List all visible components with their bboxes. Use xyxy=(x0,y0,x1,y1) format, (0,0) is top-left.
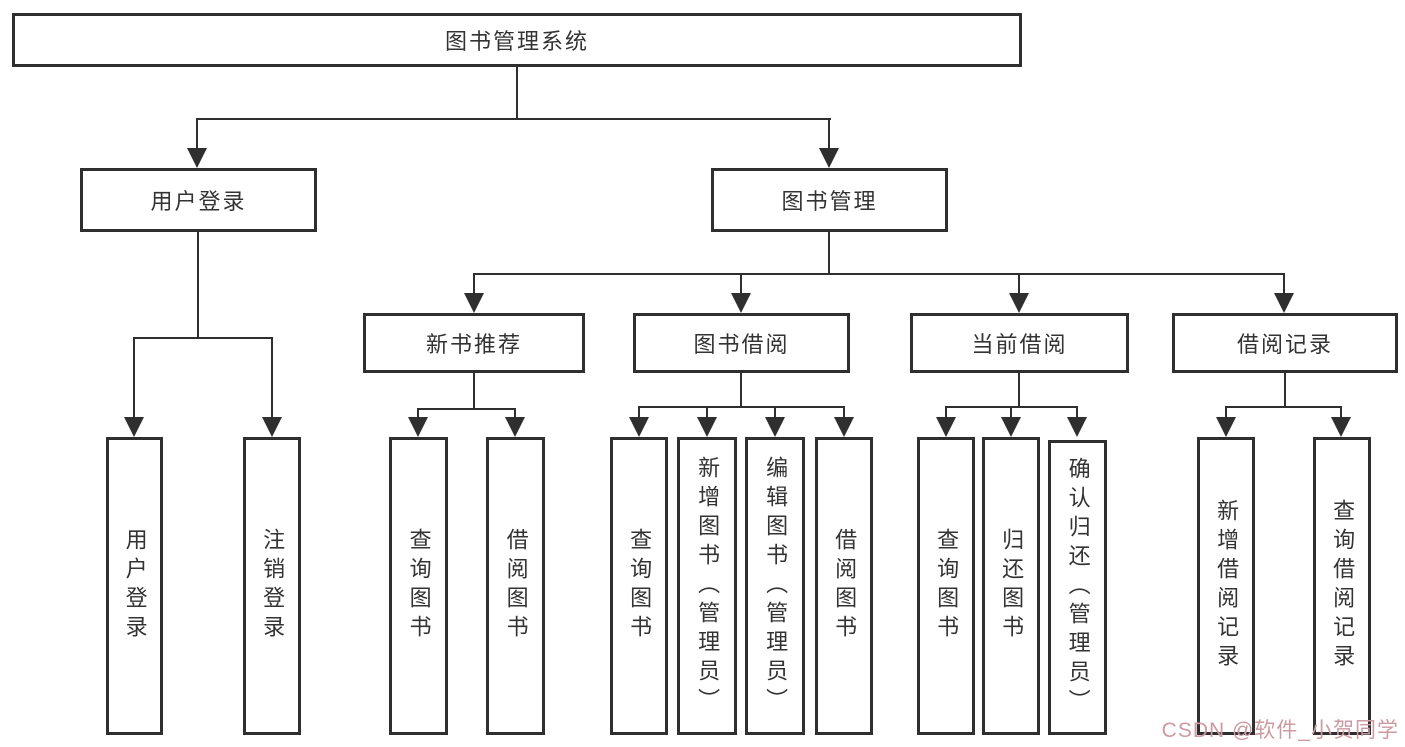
arrow-down-icon xyxy=(731,293,751,313)
connector-line xyxy=(828,118,830,152)
leaf-query-books-current: 查询图书 xyxy=(917,437,975,735)
leaf-user-login: 用户登录 xyxy=(106,437,163,735)
connector-line xyxy=(196,118,198,152)
leaf-label: 查询图书 xyxy=(627,528,653,644)
connector-line xyxy=(516,67,518,119)
arrow-down-icon xyxy=(1009,293,1029,313)
connector-line xyxy=(133,337,273,339)
connector-line xyxy=(945,406,947,421)
arrow-down-icon xyxy=(262,417,282,437)
connector-line xyxy=(133,337,135,421)
arrow-down-icon xyxy=(505,417,525,437)
node-current-borrowing: 当前借阅 xyxy=(910,313,1129,373)
connector-line xyxy=(1018,273,1020,297)
leaf-label: 查询图书 xyxy=(406,528,432,644)
node-label: 用户登录 xyxy=(150,189,247,214)
leaf-add-books-admin: 新增图书（管理员） xyxy=(677,437,737,735)
arrow-down-icon xyxy=(1331,417,1351,437)
arrow-down-icon xyxy=(834,417,854,437)
leaf-label: 确认归还（管理员） xyxy=(1065,457,1091,718)
connector-line xyxy=(1283,273,1285,297)
leaf-logout: 注销登录 xyxy=(243,437,301,735)
connector-line xyxy=(1284,373,1286,406)
leaf-label: 查询借阅记录 xyxy=(1330,499,1356,673)
leaf-query-books-borrowing: 查询图书 xyxy=(610,437,668,735)
leaf-label: 注销登录 xyxy=(260,528,286,644)
leaf-label: 新增借阅记录 xyxy=(1214,499,1240,673)
connector-line xyxy=(1018,373,1020,406)
leaf-return-books: 归还图书 xyxy=(982,437,1040,735)
leaf-confirm-return-admin: 确认归还（管理员） xyxy=(1048,440,1107,735)
connector-line xyxy=(638,406,640,421)
arrow-down-icon xyxy=(936,417,956,437)
leaf-label: 查询图书 xyxy=(934,528,960,644)
arrow-down-icon xyxy=(1067,417,1087,437)
node-label: 图书管理系统 xyxy=(444,29,589,54)
node-book-borrowing: 图书借阅 xyxy=(633,313,850,373)
leaf-query-books-recommend: 查询图书 xyxy=(389,437,448,735)
connector-line xyxy=(740,373,742,406)
connector-line xyxy=(196,118,831,120)
connector-line xyxy=(473,373,475,408)
node-user-login: 用户登录 xyxy=(80,168,317,232)
connector-line xyxy=(473,273,475,297)
connector-line xyxy=(740,273,742,297)
leaf-add-borrow-record: 新增借阅记录 xyxy=(1197,437,1255,735)
connector-line xyxy=(828,232,830,273)
arrow-down-icon xyxy=(629,417,649,437)
leaf-label: 借阅图书 xyxy=(503,528,529,644)
connector-line xyxy=(514,408,516,421)
connector-line xyxy=(1225,406,1227,421)
connector-line xyxy=(1076,406,1078,421)
connector-line xyxy=(774,406,776,421)
leaf-label: 归还图书 xyxy=(999,528,1025,644)
node-label: 图书管理 xyxy=(781,189,878,214)
connector-line xyxy=(473,273,1285,275)
arrow-down-icon xyxy=(1216,417,1236,437)
node-book-management: 图书管理 xyxy=(711,168,948,232)
arrow-down-icon xyxy=(1001,417,1021,437)
arrow-down-icon xyxy=(408,417,428,437)
node-label: 新书推荐 xyxy=(425,332,522,357)
leaf-edit-books-admin: 编辑图书（管理员） xyxy=(745,437,805,735)
arrow-down-icon xyxy=(697,417,717,437)
connector-line xyxy=(1340,406,1342,421)
connector-line xyxy=(417,408,419,421)
connector-line xyxy=(638,406,844,408)
connector-line xyxy=(843,406,845,421)
connector-line xyxy=(1010,406,1012,421)
leaf-borrow-books-recommend: 借阅图书 xyxy=(486,437,545,735)
node-borrowing-records: 借阅记录 xyxy=(1172,313,1398,373)
connector-line xyxy=(197,232,199,339)
arrow-down-icon xyxy=(1274,293,1294,313)
leaf-query-borrow-record: 查询借阅记录 xyxy=(1313,437,1371,735)
watermark-text: CSDN @软件_小贺同学 xyxy=(1161,719,1399,742)
arrow-down-icon xyxy=(464,293,484,313)
node-new-book-recommend: 新书推荐 xyxy=(363,313,585,373)
node-label: 图书借阅 xyxy=(693,332,790,357)
node-label: 借阅记录 xyxy=(1236,332,1333,357)
leaf-label: 用户登录 xyxy=(122,528,148,644)
arrow-down-icon xyxy=(819,148,839,168)
connector-line xyxy=(417,408,516,410)
connector-line xyxy=(706,406,708,421)
node-library-system: 图书管理系统 xyxy=(12,13,1022,67)
node-label: 当前借阅 xyxy=(971,332,1068,357)
connector-line xyxy=(271,337,273,421)
leaf-label: 借阅图书 xyxy=(832,528,858,644)
arrow-down-icon xyxy=(187,148,207,168)
leaf-borrow-books-borrowing: 借阅图书 xyxy=(815,437,873,735)
arrow-down-icon xyxy=(765,417,785,437)
arrow-down-icon xyxy=(124,417,144,437)
connector-line xyxy=(1225,406,1342,408)
leaf-label: 编辑图书（管理员） xyxy=(763,455,789,717)
leaf-label: 新增图书（管理员） xyxy=(695,455,721,717)
